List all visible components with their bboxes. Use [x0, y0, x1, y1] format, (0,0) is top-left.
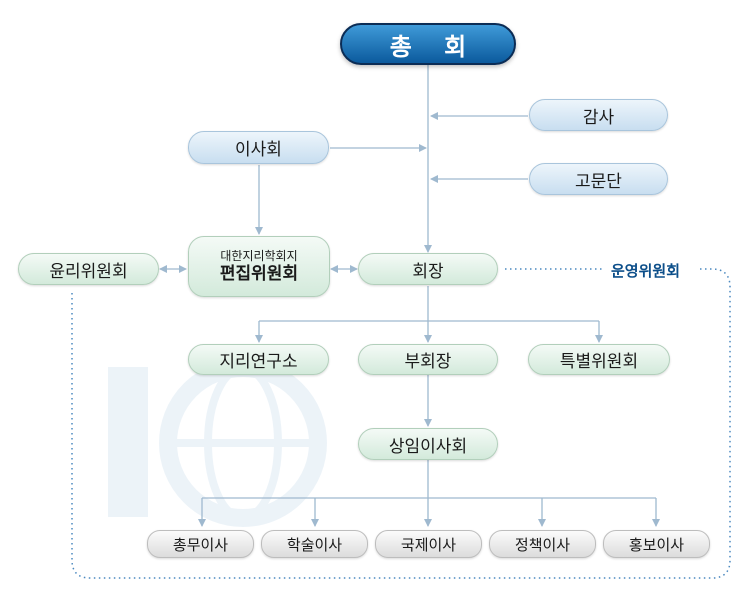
ethics-committee-node: 윤리위원회	[18, 253, 159, 285]
special-committee-node: 특별위원회	[528, 344, 670, 375]
editorial-committee-node: 대한지리학회지 편집위원회	[188, 236, 330, 297]
director-label: 총무이사	[172, 535, 229, 554]
operating-committee-label: 운영위원회	[611, 262, 681, 280]
president-label: 회장	[412, 261, 444, 282]
auditor-node: 감사	[529, 99, 668, 131]
general-assembly-label: 총 회	[389, 32, 479, 61]
director-node: 총무이사	[147, 530, 254, 558]
research-institute-label: 지리연구소	[219, 352, 298, 372]
editorial-journal-label: 대한지리학회지	[220, 249, 298, 263]
special-committee-label: 특별위원회	[559, 352, 639, 372]
director-label: 정책이사	[514, 535, 571, 554]
auditor-label: 감사	[582, 107, 615, 128]
vice-president-node: 부회장	[358, 344, 498, 375]
director-label: 학술이사	[286, 535, 343, 554]
advisors-label: 고문단	[575, 171, 622, 192]
standing-directors-label: 상임이사회	[388, 436, 468, 457]
standing-directors-node: 상임이사회	[358, 428, 498, 460]
director-node: 정책이사	[489, 530, 596, 558]
research-institute-node: 지리연구소	[188, 344, 329, 375]
director-node: 홍보이사	[603, 530, 710, 558]
director-node: 학술이사	[261, 530, 368, 558]
director-label: 국제이사	[400, 535, 457, 554]
president-node: 회장	[358, 253, 498, 285]
board-label: 이사회	[235, 140, 282, 160]
ethics-committee-label: 윤리위원회	[49, 261, 128, 282]
editorial-committee-label: 편집위원회	[219, 264, 299, 284]
director-node: 국제이사	[375, 530, 482, 558]
director-label: 홍보이사	[628, 535, 685, 554]
advisors-node: 고문단	[529, 163, 668, 195]
vice-president-label: 부회장	[404, 352, 452, 372]
board-node: 이사회	[188, 131, 329, 164]
general-assembly-node: 총 회	[340, 23, 516, 65]
